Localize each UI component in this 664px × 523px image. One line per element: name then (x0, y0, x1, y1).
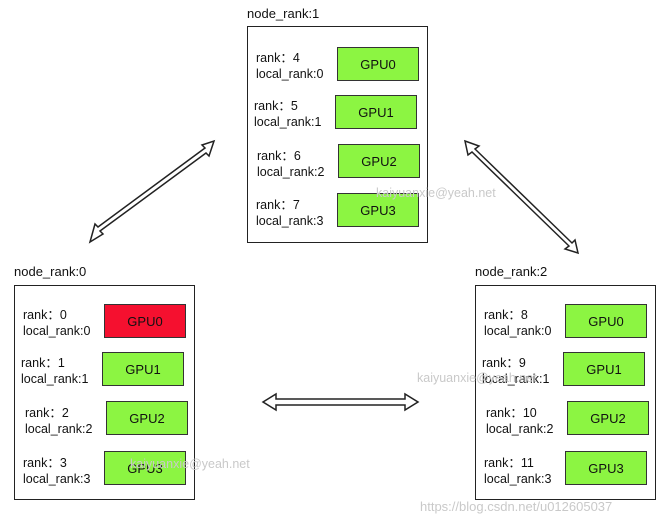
node-label: node_rank:2 (475, 264, 548, 279)
watermark-text: https://blog.csdn.net/u012605037 (420, 499, 613, 514)
rank-value: rank：10 (486, 406, 537, 420)
node-label: node_rank:0 (14, 264, 87, 279)
rank-value: rank：1 (21, 356, 65, 370)
local-rank-value: local_rank:1 (482, 372, 550, 386)
node-label: node_rank:1 (247, 6, 320, 21)
double-arrow-node0-node1 (88, 139, 216, 244)
double-arrow-node1-node2 (463, 139, 580, 255)
rank-label: rank：11 local_rank:3 (484, 455, 551, 487)
rank-value: rank：11 (484, 456, 534, 470)
watermark-text: kaiyuanxie@yeah.net (417, 371, 537, 385)
local-rank-value: local_rank:0 (23, 324, 91, 338)
local-rank-value: local_rank:3 (484, 472, 552, 486)
gpu-box: GPU3 (565, 451, 647, 485)
rank-label: rank：5 local_rank:1 (254, 98, 321, 130)
local-rank-value: local_rank:2 (25, 422, 93, 436)
gpu-box: GPU2 (567, 401, 649, 435)
rank-value: rank：5 (254, 99, 298, 113)
local-rank-value: local_rank:1 (21, 372, 89, 386)
rank-value: rank：9 (482, 356, 526, 370)
watermark-text: kaiyuanxie@yeah.net (130, 457, 250, 471)
local-rank-value: local_rank:1 (254, 115, 322, 129)
local-rank-value: local_rank:3 (23, 472, 91, 486)
gpu-box: GPU1 (102, 352, 184, 386)
watermark-text: kaiyuanxie@yeah.net (376, 186, 496, 200)
rank-value: rank：8 (484, 308, 528, 322)
rank-value: rank：3 (23, 456, 67, 470)
local-rank-value: local_rank:2 (257, 165, 325, 179)
rank-label: rank：3 local_rank:3 (23, 455, 90, 487)
rank-label: rank：6 local_rank:2 (257, 148, 324, 180)
local-rank-value: local_rank:0 (256, 67, 324, 81)
rank-label: rank：1 local_rank:1 (21, 355, 88, 387)
rank-value: rank：2 (25, 406, 69, 420)
rank-value: rank：0 (23, 308, 67, 322)
rank-value: rank：7 (256, 198, 300, 212)
gpu-box: GPU2 (338, 144, 420, 178)
local-rank-value: local_rank:0 (484, 324, 552, 338)
rank-label: rank：8 local_rank:0 (484, 307, 551, 339)
rank-label: rank：4 local_rank:0 (256, 50, 323, 82)
gpu-box: GPU3 (337, 193, 419, 227)
rank-label: rank：10 local_rank:2 (486, 405, 553, 437)
rank-value: rank：6 (257, 149, 301, 163)
double-arrow-node0-node2 (261, 392, 420, 412)
gpu-box: GPU3 (104, 451, 186, 485)
rank-label: rank：0 local_rank:0 (23, 307, 90, 339)
rank-label: rank：7 local_rank:3 (256, 197, 323, 229)
rank-value: rank：4 (256, 51, 300, 65)
gpu-box: GPU2 (106, 401, 188, 435)
gpu-box: GPU0 (565, 304, 647, 338)
gpu-box: GPU1 (563, 352, 645, 386)
gpu-box: GPU1 (335, 95, 417, 129)
rank-label: rank：9 local_rank:1 (482, 355, 549, 387)
gpu-box: GPU0 (337, 47, 419, 81)
rank-label: rank：2 local_rank:2 (25, 405, 92, 437)
gpu-box-highlighted: GPU0 (104, 304, 186, 338)
local-rank-value: local_rank:3 (256, 214, 324, 228)
local-rank-value: local_rank:2 (486, 422, 554, 436)
